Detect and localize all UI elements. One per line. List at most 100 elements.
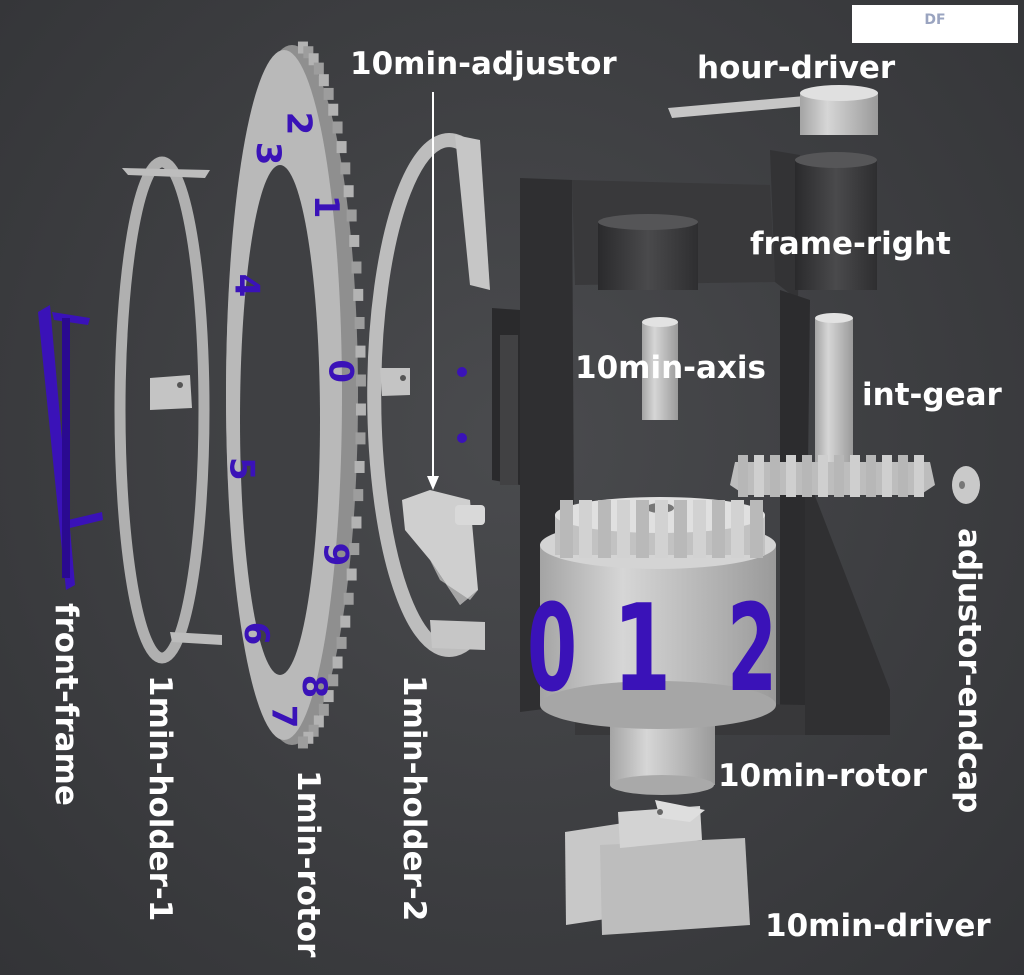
gear-tooth [693,500,706,558]
gear-tooth [308,53,319,66]
rotor-digit: 1 [613,580,671,719]
gear-tooth [914,455,924,497]
gear-tooth [332,656,343,669]
10min-adjustor-part [402,490,485,605]
gear-tooth [598,500,611,558]
gear-tooth [355,374,366,387]
rotor-digit: 2 [279,112,319,136]
gear-tooth [818,455,828,497]
gear-tooth [343,185,354,198]
gear-tooth [354,460,365,473]
10min-driver-part [565,800,750,935]
10min-rotor-teeth [560,500,763,558]
gear-tooth [303,731,314,744]
label-hour-driver: hour-driver [697,50,896,86]
gear-tooth [898,455,908,497]
label-front-frame: front-frame [48,603,84,806]
gear-tooth [655,500,668,558]
1min-holder-1-part [114,156,222,664]
front-frame-part [38,305,103,590]
gear-tooth [349,234,360,247]
rotor-digit: 2 [727,580,777,719]
rotor-digit: 8 [294,675,334,699]
gear-tooth [351,261,362,274]
rotor-digit: 1 [306,195,346,219]
label-frame-right: frame-right [750,226,951,262]
gear-tooth [834,455,844,497]
gear-tooth [770,455,780,497]
label-10min-driver: 10min-driver [765,908,991,944]
gear-tooth [340,615,351,628]
gear-tooth [297,41,308,54]
rotor-digit: 3 [248,142,288,166]
gear-tooth [351,516,362,529]
gear-tooth [318,74,329,87]
gear-tooth [332,121,343,134]
gear-tooth [313,62,324,75]
label-int-gear: int-gear [862,377,1002,413]
gear-tooth [355,345,366,358]
gear-tooth [353,489,364,502]
gear-tooth [674,500,687,558]
int-gear-part [730,313,935,497]
gear-tooth [346,209,357,222]
rotor-digit: 9 [316,543,356,567]
gear-tooth [354,317,365,330]
gear-tooth [786,455,796,497]
gear-tooth [328,103,339,116]
df-badge: DF [852,5,1018,43]
gear-tooth [866,455,876,497]
gear-tooth [340,162,351,175]
gear-tooth [731,500,744,558]
rotor-digit: 0 [320,359,360,383]
gear-tooth [308,724,319,737]
gear-tooth [754,455,764,497]
gear-tooth [328,674,339,687]
1min-holder-2-part [367,133,490,657]
gear-tooth [297,736,308,749]
gear-tooth [750,500,763,558]
gear-tooth [353,288,364,301]
rotor-digit: 4 [226,274,266,298]
label-1min-rotor: 1min-rotor [290,770,326,958]
gear-tooth [355,403,366,416]
gear-tooth [336,141,347,154]
hour-driver-part [668,85,878,135]
label-adjustor-endcap: adjustor-endcap [951,528,987,814]
rotor-digit: 6 [236,622,276,646]
int-gear-teeth [738,455,924,497]
gear-tooth [579,500,592,558]
gear-tooth [323,690,334,703]
gear-tooth [343,592,354,605]
adjustor-pointer-arrow [427,92,439,490]
label-10min-axis: 10min-axis [575,350,766,386]
rotor-digit: 5 [222,457,262,481]
rotor-digit: 7 [263,705,303,729]
gear-tooth [617,500,630,558]
gear-tooth [560,500,573,558]
gear-tooth [313,715,324,728]
gear-tooth [738,455,748,497]
gear-tooth [346,568,357,581]
gear-tooth [882,455,892,497]
gear-tooth [303,46,314,59]
gear-tooth [323,87,334,100]
gear-tooth [349,543,360,556]
rotor-digit: 0 [527,580,577,719]
gear-tooth [802,455,812,497]
gear-tooth [318,703,329,716]
label-10min-rotor: 10min-rotor [718,758,927,794]
frame-right-part [492,150,890,735]
1min-rotor-teeth [297,41,366,749]
label-1min-holder-1: 1min-holder-1 [142,675,178,922]
10min-axis-part [642,317,678,420]
gear-tooth [712,500,725,558]
label-1min-holder-2: 1min-holder-2 [396,675,432,922]
gear-tooth [636,500,649,558]
adjustor-endcap-part [952,466,980,504]
